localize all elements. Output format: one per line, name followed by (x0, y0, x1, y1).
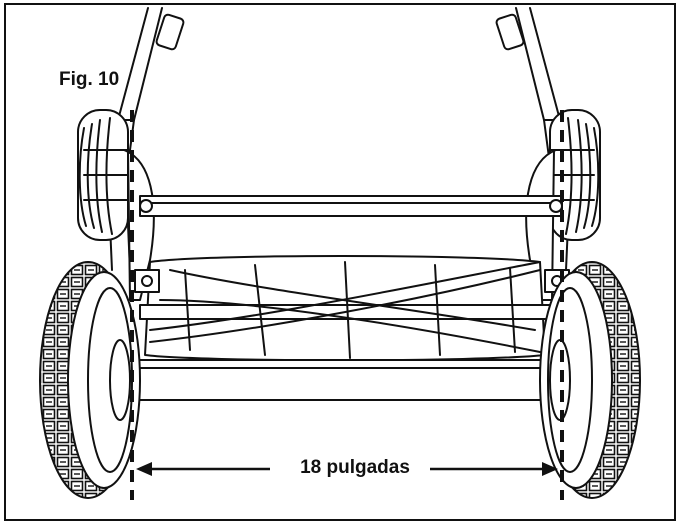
top-cross-bar (139, 195, 563, 217)
width-dimension-arrow (136, 462, 558, 476)
right-front-wheel (539, 261, 641, 499)
left-front-wheel (39, 261, 141, 499)
left-bearing-block (134, 269, 160, 293)
width-measurement-label: 18 pulgadas (300, 457, 410, 478)
left-rear-wheel (77, 109, 129, 241)
reel-cylinder (139, 255, 561, 362)
bottom-roller (131, 359, 573, 401)
figure-label: Fig. 10 (59, 69, 120, 90)
right-rear-wheel (549, 109, 601, 241)
